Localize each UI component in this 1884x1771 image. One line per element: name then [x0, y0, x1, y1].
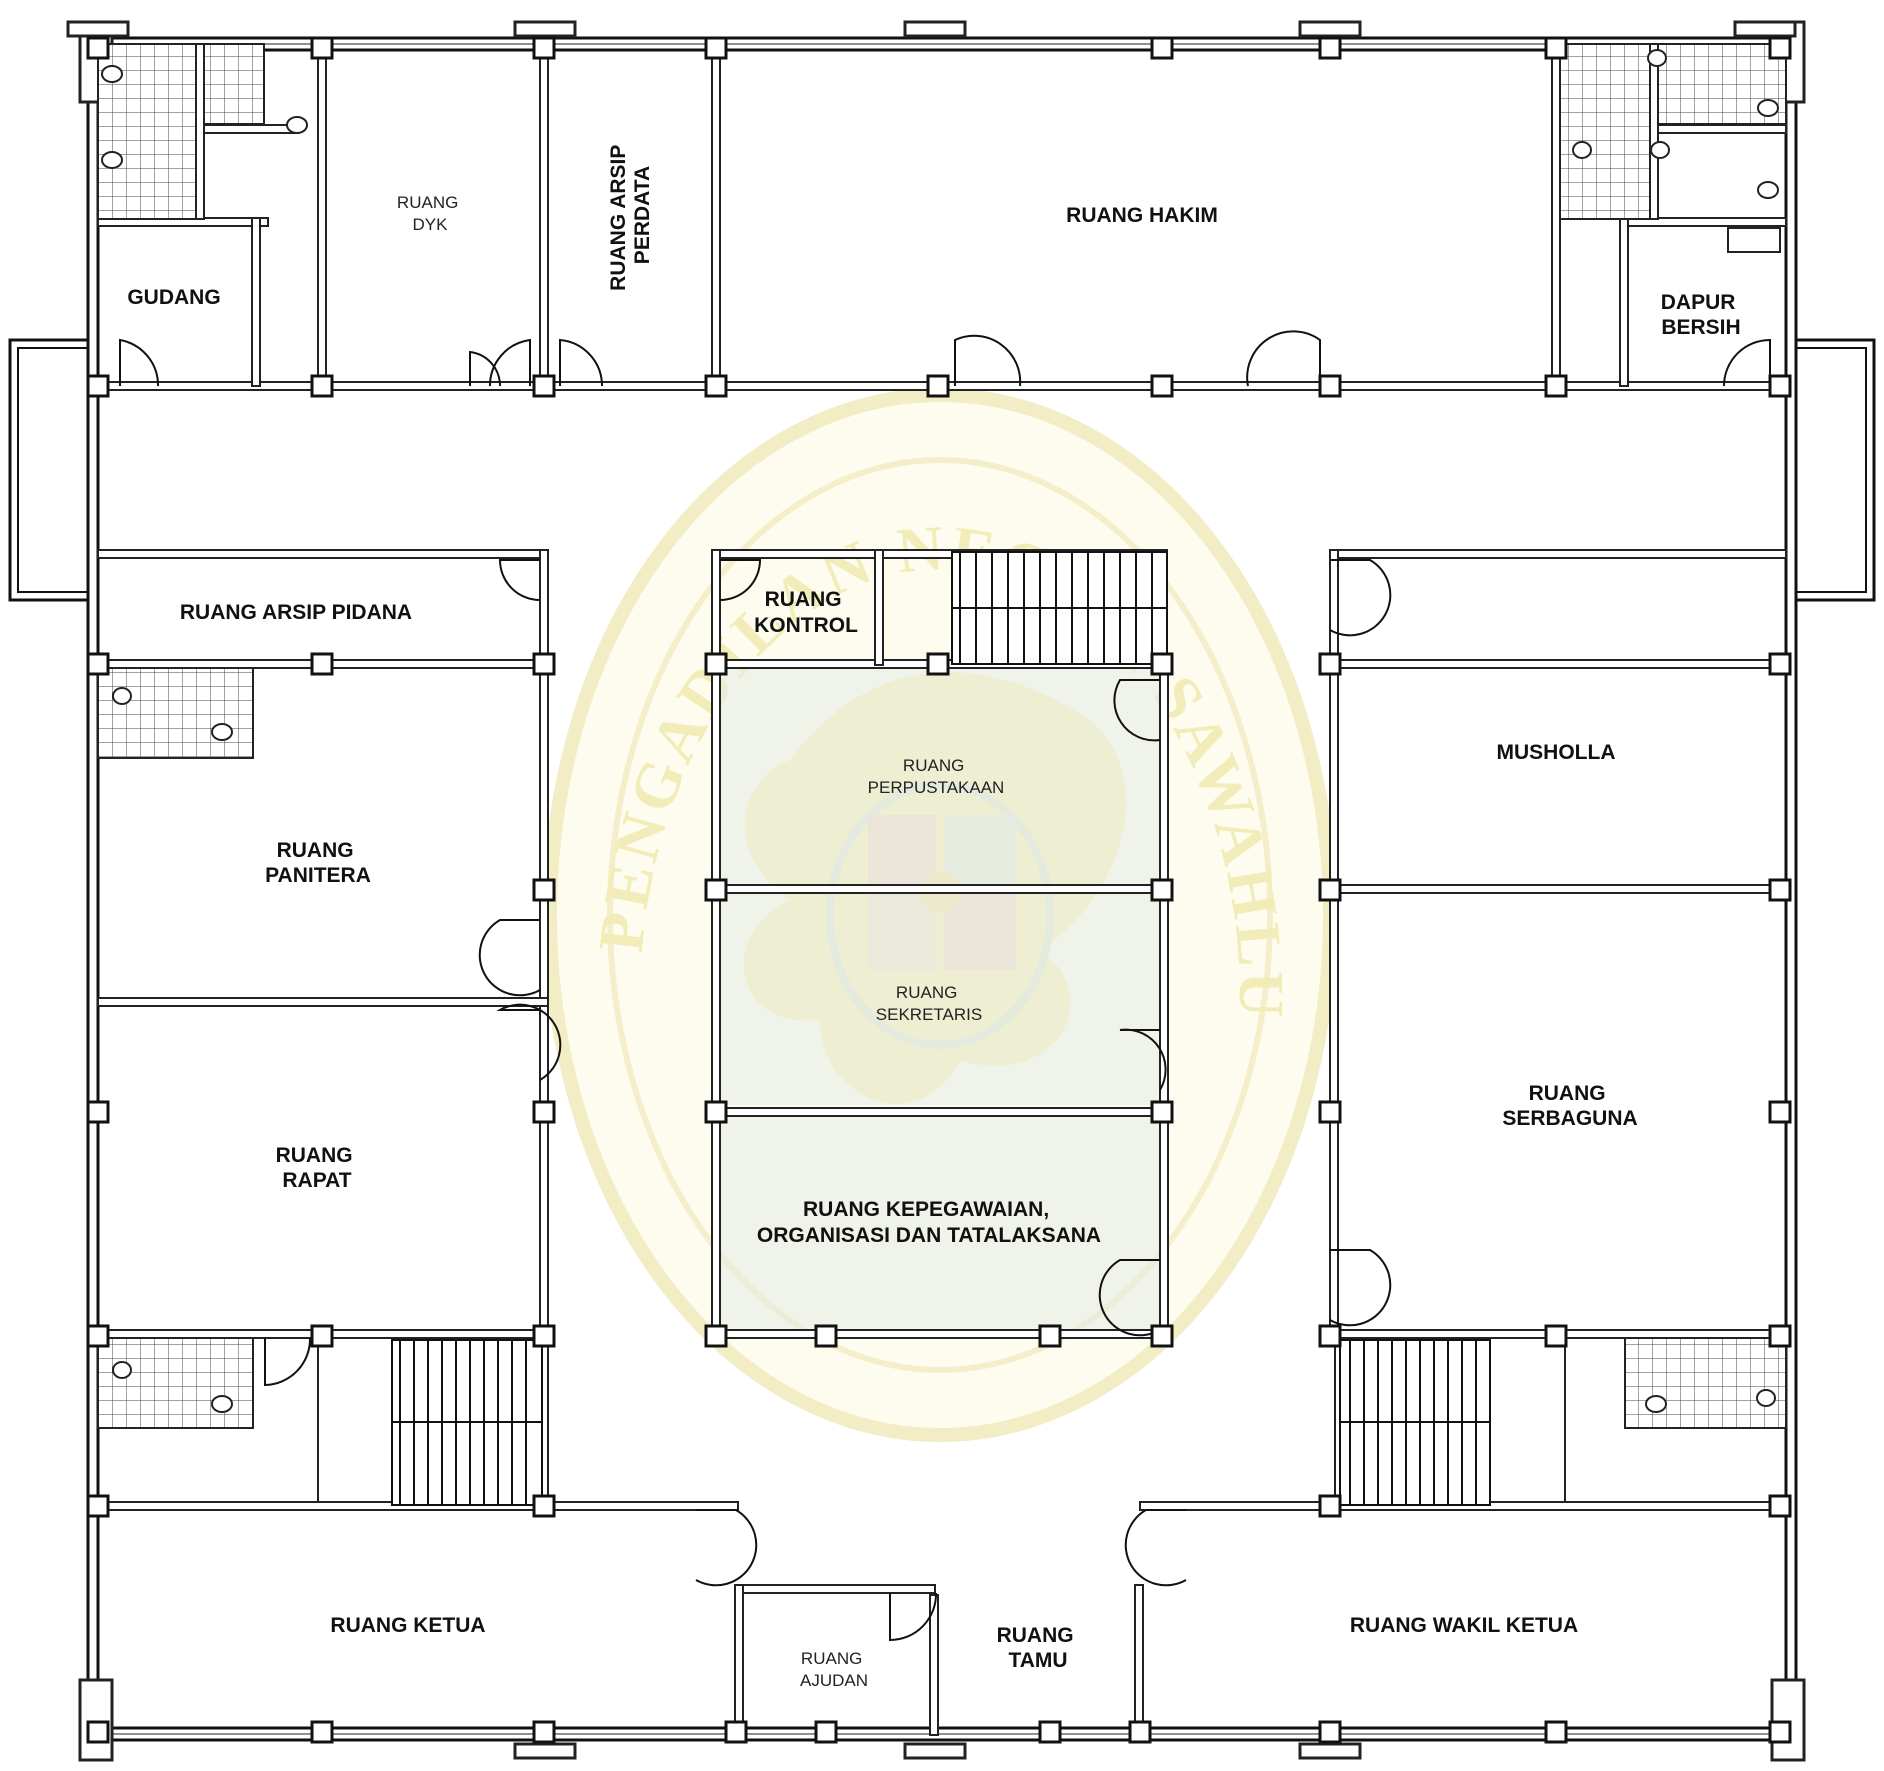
label-ruang-kontrol: RUANG KONTROL [754, 588, 858, 637]
label-ruang-dyk: RUANG DYK [397, 193, 463, 234]
structural-columns [86, 36, 1792, 1744]
label-dapur-bersih: DAPUR BERSIH [1661, 291, 1742, 339]
label-ruang-kepegawaian: RUANG KEPEGAWAIAN, ORGANISASI DAN TATALA… [757, 1198, 1101, 1247]
label-ruang-arsip-pidana: RUANG ARSIP PIDANA [180, 601, 412, 624]
label-ruang-perpustakaan: RUANG PERPUSTAKAAN [868, 756, 1005, 797]
label-gudang: GUDANG [127, 286, 220, 309]
label-ruang-sekretaris: RUANG SEKRETARIS [876, 983, 982, 1024]
door-swings [119, 330, 1771, 1642]
label-ruang-tamu: RUANG TAMU [997, 1624, 1080, 1672]
label-musholla: MUSHOLLA [1497, 741, 1616, 764]
label-ruang-rapat: RUANG RAPAT [276, 1144, 359, 1192]
room-labels: RUANG DYK RUANG ARSIP PERDATA RUANG HAKI… [127, 139, 1742, 1690]
label-ruang-arsip-perdata: RUANG ARSIP PERDATA [607, 139, 654, 291]
label-ruang-wakil-ketua: RUANG WAKIL KETUA [1350, 1614, 1578, 1637]
label-ruang-ajudan: RUANG AJUDAN [800, 1649, 868, 1690]
label-ruang-hakim: RUANG HAKIM [1066, 204, 1218, 227]
toilet-fixtures [101, 49, 1781, 1413]
toilet-tiles [1559, 43, 1651, 220]
interior-walls [97, 43, 1787, 1736]
toilet-tiles [203, 43, 265, 125]
label-ruang-serbaguna: RUANG SERBAGUNA [1502, 1082, 1637, 1130]
label-ruang-panitera: RUANG PANITERA [265, 839, 371, 887]
label-ruang-ketua: RUANG KETUA [330, 1614, 485, 1637]
stairs [391, 551, 1491, 1506]
